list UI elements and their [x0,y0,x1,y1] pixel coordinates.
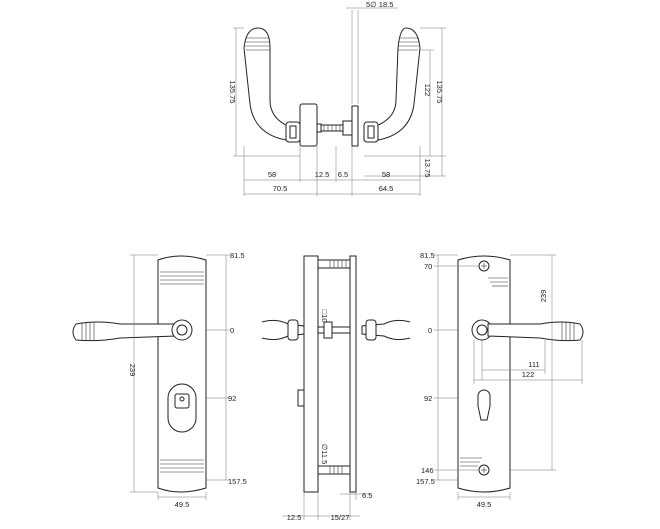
top-dim-height-right-inner: 122 [423,84,432,97]
front-left-dim-92: 92 [228,394,236,403]
side-dim-diameter: ∅11.5 [320,444,329,465]
side-dim-square: □10 [320,310,329,323]
top-dim-diameter: 5∅ 18.5 [366,0,393,9]
front-right-dim-zero: 0 [428,326,432,335]
front-right-dim-239: 239 [539,290,548,303]
top-dim-height-left: 135.75 [228,81,237,104]
front-right-dim-70: 70 [424,262,432,271]
front-left-view: 81.5 0 92 157.5 239 49.5 [72,251,247,509]
top-dim-64-5: 64.5 [379,184,394,193]
top-view: 5∅ 18.5 135.75 122 135.75 13.75 58 12.5 … [228,0,446,196]
top-dim-height-right-outer: 135.75 [435,81,444,104]
top-right-lever [363,27,421,143]
front-right-cylinder-hole [477,389,491,421]
front-left-backplate [157,255,207,493]
front-left-dimensions: 81.5 0 92 157.5 239 49.5 [128,251,247,509]
front-left-dim-height: 239 [128,364,137,377]
side-dim-6-5: 6.5 [362,491,372,500]
front-right-dim-width: 49.5 [477,500,492,509]
front-left-dim-bottom: 157.5 [228,477,247,486]
top-dim-6-5: 6.5 [338,170,348,179]
front-right-backplate [457,255,511,493]
top-dim-70-5: 70.5 [273,184,288,193]
front-right-dim-111: 111 [528,360,539,369]
front-left-bottom-grooves [160,459,204,473]
top-dimensions: 5∅ 18.5 135.75 122 135.75 13.75 58 12.5 … [228,0,446,196]
side-dim-15-27: 15/27 [331,513,350,522]
side-right-lever [361,319,411,341]
front-right-dimensions: 81.5 70 0 92 146 157.5 239 111 122 49.5 [416,251,583,509]
top-dim-bottom-right: 13.75 [423,159,432,178]
front-right-lever [487,321,584,342]
top-dim-12-5: 12.5 [315,170,330,179]
top-left-lever [243,27,301,143]
front-right-dim-157-5: 157.5 [416,477,435,486]
front-left-dim-width: 49.5 [175,500,190,509]
side-left-lever [261,319,305,341]
side-view: □10 ∅11.5 6.5 12.5 15/27 [261,255,411,522]
front-right-bottom-grooves [460,457,482,467]
side-dim-12-5: 12.5 [287,513,302,522]
top-center-spindle [299,103,359,147]
front-right-dim-81-5: 81.5 [420,251,435,260]
side-spindle [317,326,351,334]
front-right-view: 81.5 70 0 92 146 157.5 239 111 122 49.5 [416,251,584,509]
front-right-dim-122: 122 [522,370,535,379]
side-inner-plate [349,255,357,493]
front-right-dim-92: 92 [424,394,432,403]
front-right-dim-146: 146 [421,466,434,475]
side-outer-plate [303,255,319,493]
front-left-top-grooves [160,271,204,285]
front-left-lever [72,321,177,342]
front-right-top-grooves [488,277,508,287]
top-dim-58-left: 58 [268,170,276,179]
front-left-dim-zero: 0 [230,326,234,335]
front-left-dim-top: 81.5 [230,251,245,260]
top-dim-58-right: 58 [382,170,390,179]
side-dimensions: □10 ∅11.5 6.5 12.5 15/27 [282,310,372,522]
